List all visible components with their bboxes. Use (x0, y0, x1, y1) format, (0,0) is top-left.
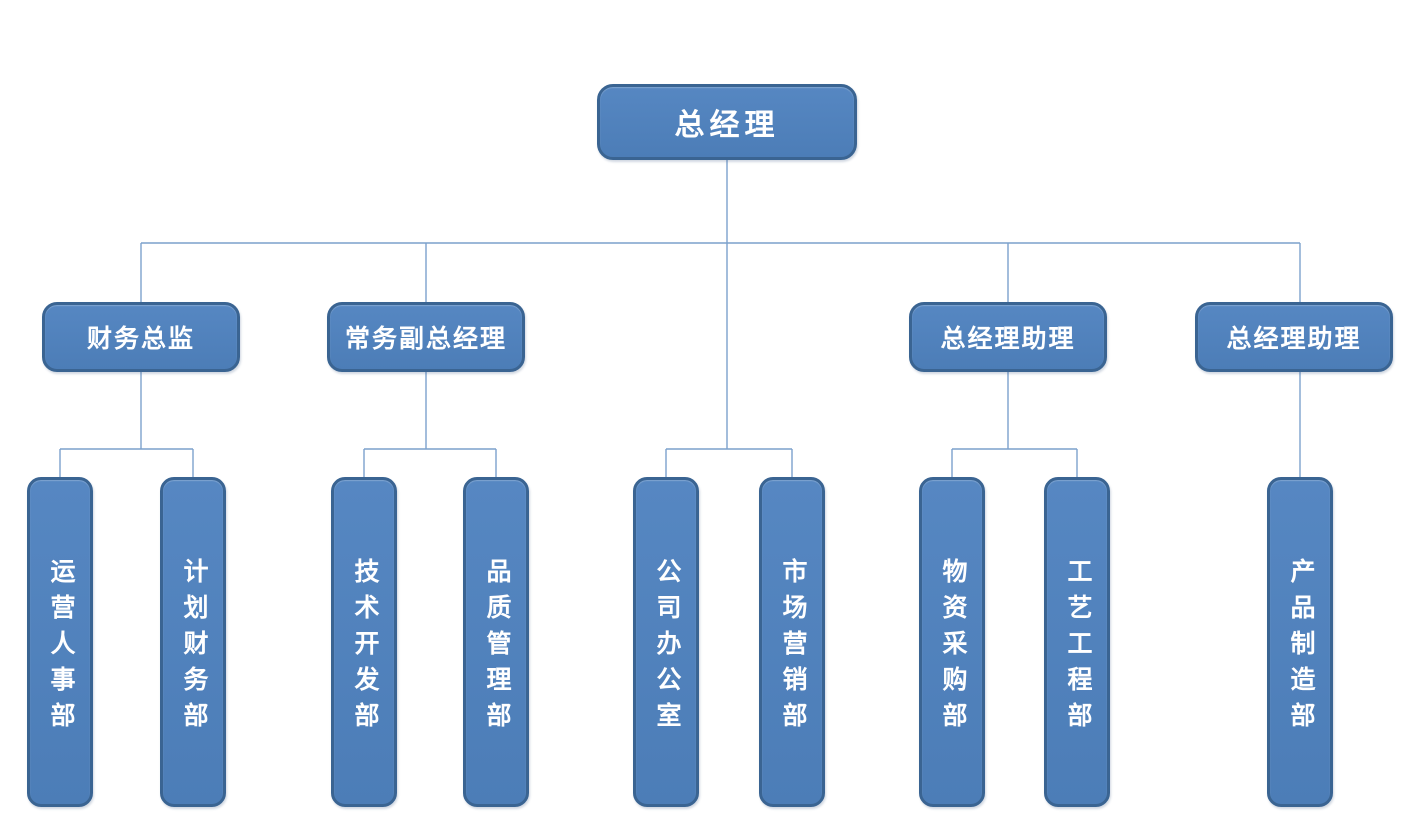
org-node-gm-assistant-1: 总经理助理 (909, 302, 1107, 372)
org-node-dept-quality-management: 品质管理部 (463, 477, 529, 807)
org-node-dept-process-engineering: 工艺工程部 (1044, 477, 1110, 807)
org-node-dept-company-office: 公司办公室 (633, 477, 699, 807)
org-node-deputy-general-manager: 常务副总经理 (327, 302, 525, 372)
org-node-finance-director: 财务总监 (42, 302, 240, 372)
org-node-dept-marketing: 市场营销部 (759, 477, 825, 807)
org-node-gm-assistant-2: 总经理助理 (1195, 302, 1393, 372)
org-node-dept-planning-finance: 计划财务部 (160, 477, 226, 807)
org-node-dept-operations-hr: 运营人事部 (27, 477, 93, 807)
org-node-label: 常务副总经理 (344, 326, 507, 353)
org-node-label: 品质管理部 (483, 557, 510, 738)
org-node-label: 总经理 (674, 109, 780, 142)
org-node-label: 财务总监 (86, 326, 195, 353)
org-node-label: 总经理助理 (1226, 326, 1362, 353)
org-node-label: 产品制造部 (1287, 557, 1314, 738)
org-node-label: 技术开发部 (351, 557, 378, 738)
org-node-dept-materials-procurement: 物资采购部 (919, 477, 985, 807)
org-node-dept-tech-development: 技术开发部 (331, 477, 397, 807)
org-node-label: 公司办公室 (653, 557, 680, 738)
org-node-dept-product-manufacturing: 产品制造部 (1267, 477, 1333, 807)
org-node-label: 总经理助理 (940, 326, 1076, 353)
org-node-label: 市场营销部 (779, 557, 806, 738)
org-node-label: 运营人事部 (47, 557, 74, 738)
org-node-general-manager: 总经理 (597, 84, 857, 160)
org-node-label: 物资采购部 (939, 557, 966, 738)
org-node-label: 工艺工程部 (1064, 557, 1091, 738)
org-node-label: 计划财务部 (180, 557, 207, 738)
